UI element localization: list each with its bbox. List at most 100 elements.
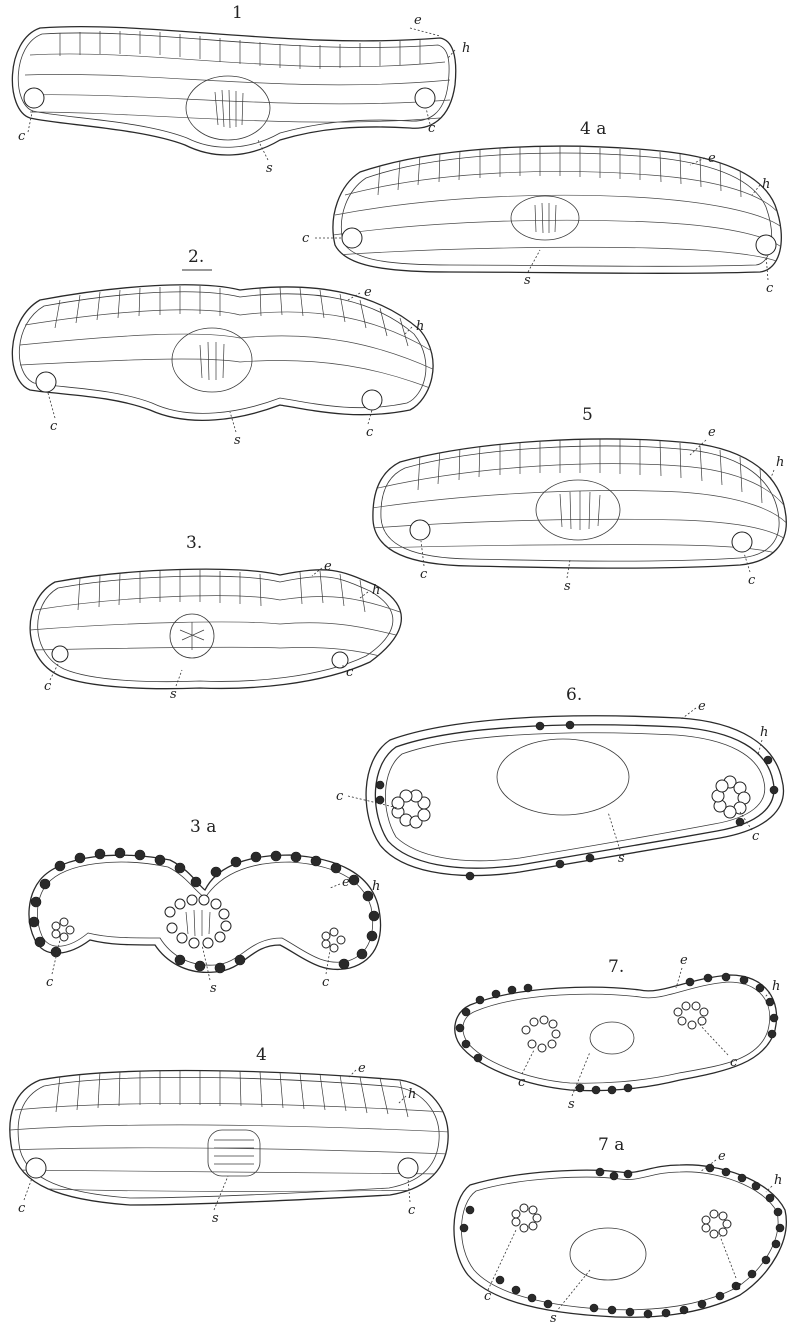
figure-7-leaf-section: 7. e h c c s (455, 953, 781, 1112)
figure-7-canal-left (522, 1016, 560, 1052)
figure-3-letter-c-right: c (346, 665, 354, 680)
figure-3-label: 3. (186, 533, 202, 553)
figure-2-vascular-strand (172, 328, 252, 392)
figure-6-letter-c-left: c (336, 789, 344, 804)
figure-7-letter-h: h (772, 979, 780, 994)
figure-7-canal-right (674, 1002, 708, 1029)
figure-4a-cells (333, 146, 785, 265)
figure-2-letter-e: e (364, 285, 372, 300)
figure-2-letter-s: s (234, 433, 241, 448)
figure-3a-letter-c-right: c (322, 975, 330, 990)
figure-6-letter-e: e (698, 699, 706, 714)
figure-7a-letter-c-right: c (734, 1279, 742, 1294)
figure-7-central-cavity (590, 1022, 634, 1054)
figure-7a-epidermal-beads (460, 1164, 784, 1318)
figure-5-letter-c-right: c (748, 573, 756, 588)
figure-3a-vascular-strand (165, 895, 231, 948)
figure-7a-label: 7 a (598, 1135, 624, 1155)
figure-4-vascular-strand (208, 1130, 260, 1176)
figure-7-letter-c-left: c (518, 1075, 526, 1090)
figure-5-canal-left (410, 520, 430, 540)
figure-7a-canal-left (512, 1204, 541, 1232)
figure-1-letter-h: h (462, 41, 470, 56)
figure-5-letter-c-left: c (420, 567, 428, 582)
figure-2-leaf-section: 2. e h c c s (12, 247, 435, 448)
figure-5-leaf-section: 5 e h c c s (372, 405, 792, 594)
figure-2-letter-c-right: c (366, 425, 374, 440)
figure-5-vascular-strand (536, 480, 620, 540)
figure-1-canal-right (415, 88, 435, 108)
figure-5-letter-e: e (708, 425, 716, 440)
figure-3a-label: 3 a (190, 817, 216, 837)
figure-6-letter-s: s (618, 851, 625, 866)
figure-1-leaf-section: 1 e h c c s (12, 3, 470, 176)
figure-7a-leaf-section: 7 a e h c c s (454, 1135, 786, 1326)
figure-6-inner-wall (385, 733, 764, 861)
figure-4a-label: 4 a (580, 119, 606, 139)
figure-4-label: 4 (256, 1045, 267, 1065)
figure-4a-canal-left (342, 228, 362, 248)
figure-7a-letter-h: h (774, 1173, 782, 1188)
figure-7-letter-e: e (680, 953, 688, 968)
figure-4-letter-e: e (358, 1061, 366, 1076)
figure-3a-canal-right (322, 928, 345, 952)
figure-4a-letter-e: e (708, 151, 716, 166)
figure-4-letter-h: h (408, 1087, 416, 1102)
figure-1-xylem (215, 90, 243, 128)
figure-3a-letter-c-left: c (46, 975, 54, 990)
figure-1-label: 1 (232, 3, 243, 23)
figure-1-letter-c-right: c (428, 121, 436, 136)
figure-6-letter-h: h (760, 725, 768, 740)
figure-4-letter-c-right: c (408, 1203, 416, 1218)
figure-2-letter-h: h (416, 319, 424, 334)
figure-6-canal-right (712, 776, 750, 818)
figure-7-letter-c-right: c (730, 1055, 738, 1070)
figure-5-label: 5 (582, 405, 593, 425)
figure-1-letter-s: s (266, 161, 273, 176)
figure-3a-epidermal-beads (29, 848, 379, 973)
figure-7-epidermal-beads (456, 973, 778, 1094)
figure-6-central-cavity (497, 739, 629, 815)
figure-1-letter-e: e (414, 13, 422, 28)
figure-4a-letter-c-right: c (766, 281, 774, 296)
figure-7a-letter-s: s (550, 1311, 557, 1326)
figure-6-label: 6. (566, 685, 582, 705)
figure-7a-letter-e: e (718, 1149, 726, 1164)
figure-4a-vascular-strand (511, 196, 579, 240)
figure-3-letter-c-left: c (44, 679, 52, 694)
figure-4a-letter-h: h (762, 177, 770, 192)
figure-3-canal-left (52, 646, 68, 662)
figure-3-letter-s: s (170, 687, 177, 702)
figure-1-canal-left (24, 88, 44, 108)
figure-4-leaf-section: 4 e h c c s (10, 1045, 450, 1226)
figure-5-letter-s: s (564, 579, 571, 594)
figure-3a-letter-s: s (210, 981, 217, 996)
figure-7a-letter-c-left: c (484, 1289, 492, 1304)
figure-7a-central-cavity (570, 1228, 646, 1280)
figure-2-letter-c-left: c (50, 419, 58, 434)
figure-7-letter-s: s (568, 1097, 575, 1112)
figure-7-label: 7. (608, 957, 624, 977)
figure-6-leaf-section: 6. e h c c s (336, 685, 783, 880)
figure-3a-letter-h: h (372, 879, 380, 894)
figure-3a-leaf-section: 3 a e h c c s (29, 817, 381, 996)
figure-3a-canal-left (52, 918, 74, 941)
figure-4a-canal-right (756, 235, 776, 255)
figure-4a-letter-c-left: c (302, 231, 310, 246)
figure-4a-letter-s: s (524, 273, 531, 288)
figure-1-letter-c-left: c (18, 129, 26, 144)
figure-4-letter-s: s (212, 1211, 219, 1226)
figure-3-letter-h: h (372, 583, 380, 598)
figure-6-canal-left (392, 790, 430, 828)
figure-4a-leaf-section: 4 a e h c c s (302, 119, 785, 296)
figure-6-letter-c-right: c (752, 829, 760, 844)
figure-3-letter-e: e (324, 559, 332, 574)
figure-3-leaf-section: 3. e h c c s (30, 533, 401, 702)
figure-1-vascular-strand (186, 76, 270, 140)
figure-7a-canal-right (702, 1210, 731, 1238)
figure-4-canal-left (26, 1158, 46, 1178)
figure-3a-letter-e: e (342, 875, 350, 890)
figure-2-canal-right (362, 390, 382, 410)
figure-2-canal-left (36, 372, 56, 392)
